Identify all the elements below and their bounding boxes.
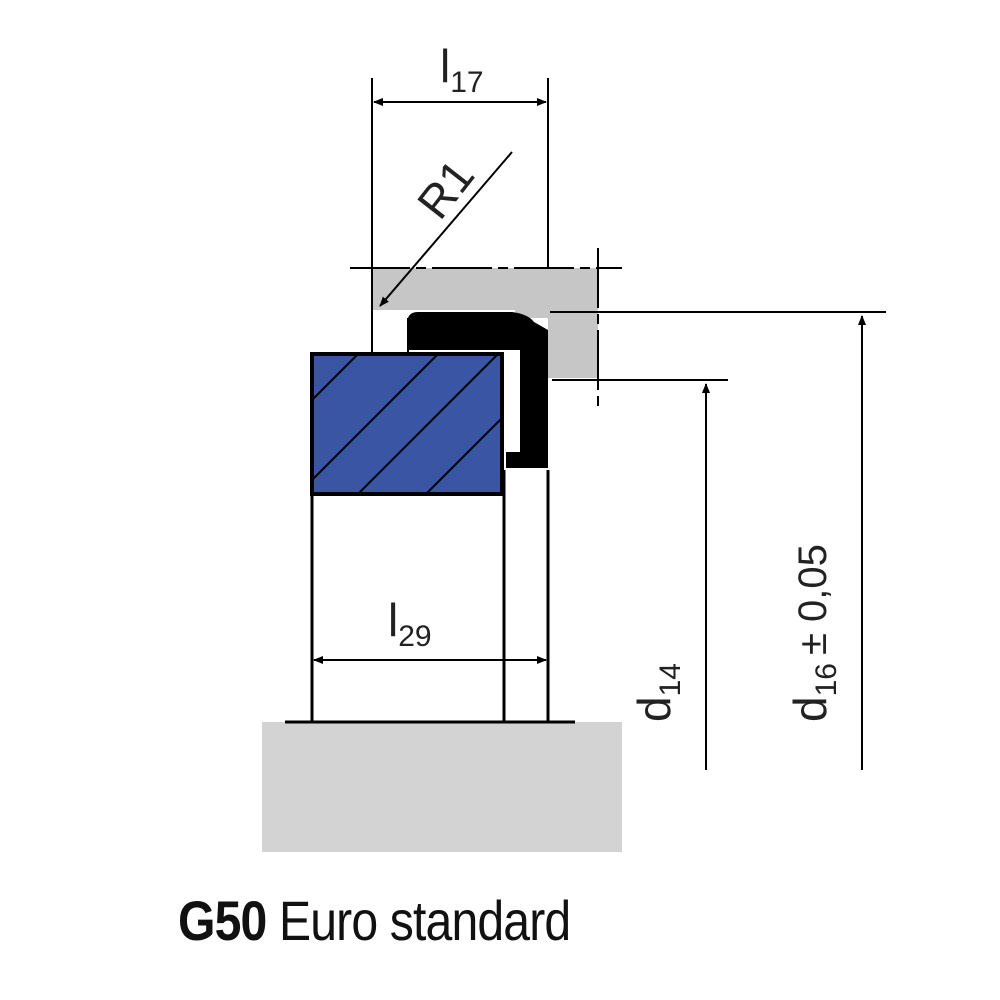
- l29-label: l29: [388, 594, 432, 653]
- r1-label: R1: [407, 150, 484, 228]
- product-description: Euro standard: [278, 889, 571, 952]
- d14-label: d14: [628, 663, 687, 722]
- l17-label: l17: [440, 40, 484, 99]
- seal-body: [310, 352, 504, 496]
- product-caption: G50 Euro standard: [178, 888, 571, 953]
- product-code: G50: [178, 889, 267, 952]
- d16-label: d16± 0,05: [784, 544, 843, 722]
- base-block: [262, 722, 622, 852]
- wiper-lip: [408, 312, 548, 468]
- r1-leader-line: [379, 151, 513, 307]
- housing-part: [372, 268, 598, 378]
